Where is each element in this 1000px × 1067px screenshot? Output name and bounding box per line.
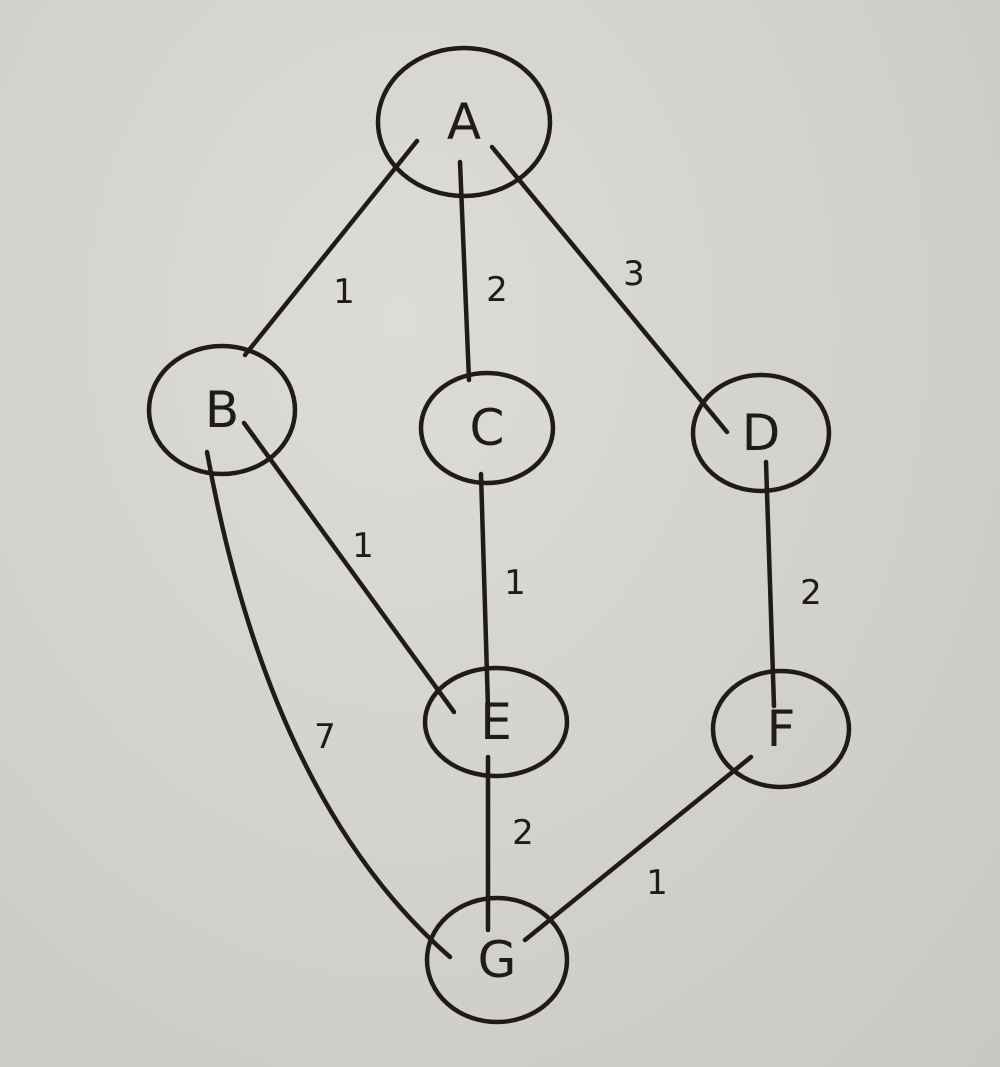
node-label: B bbox=[205, 381, 239, 439]
edge-weight-label: 1 bbox=[646, 863, 668, 903]
node-circle bbox=[690, 372, 832, 494]
edge-weight-label: 7 bbox=[314, 717, 336, 757]
node-label: D bbox=[742, 404, 781, 462]
edge-weight-label: 2 bbox=[800, 573, 822, 613]
node-e: E bbox=[422, 665, 570, 779]
node-circle bbox=[422, 665, 570, 779]
edge-weight-label: 1 bbox=[333, 272, 355, 312]
edge-line bbox=[204, 449, 453, 960]
edge-line bbox=[241, 420, 457, 715]
node-g: G bbox=[424, 895, 570, 1025]
edge-a-d: 3 bbox=[489, 144, 730, 435]
edge-line bbox=[763, 459, 777, 709]
node-circle bbox=[418, 370, 556, 486]
node-f: F bbox=[710, 668, 852, 790]
edge-line bbox=[457, 159, 472, 383]
node-circle bbox=[424, 895, 570, 1025]
edge-weight-label: 1 bbox=[352, 526, 374, 566]
edge-a-c: 2 bbox=[457, 159, 508, 383]
edge-b-g: 7 bbox=[204, 449, 453, 960]
edge-d-f: 2 bbox=[763, 459, 822, 709]
nodes-layer: A B C D E F G bbox=[146, 45, 852, 1025]
edge-f-g: 1 bbox=[522, 754, 754, 943]
node-c: C bbox=[418, 370, 556, 486]
edge-line bbox=[242, 138, 420, 358]
edge-weight-label: 2 bbox=[486, 270, 508, 310]
edge-line bbox=[522, 754, 754, 943]
node-label: E bbox=[480, 693, 512, 751]
edge-e-g: 2 bbox=[485, 754, 534, 933]
node-d: D bbox=[690, 372, 832, 494]
edge-weight-label: 1 bbox=[504, 563, 526, 603]
node-label: G bbox=[478, 931, 517, 989]
edge-line bbox=[478, 471, 491, 711]
node-a: A bbox=[375, 45, 553, 199]
node-label: C bbox=[470, 399, 505, 457]
edge-weight-label: 3 bbox=[623, 254, 645, 294]
edge-b-e: 1 bbox=[241, 420, 457, 715]
node-label: A bbox=[447, 93, 481, 151]
node-label: F bbox=[767, 700, 796, 758]
node-b: B bbox=[146, 343, 298, 477]
node-circle bbox=[710, 668, 852, 790]
node-circle bbox=[146, 343, 298, 477]
node-circle bbox=[375, 45, 553, 199]
edge-weight-label: 2 bbox=[512, 813, 534, 853]
edges-layer: 1 2 3 1 7 1 2 2 1 bbox=[204, 138, 822, 960]
edge-line bbox=[489, 144, 730, 435]
edge-a-b: 1 bbox=[242, 138, 420, 358]
